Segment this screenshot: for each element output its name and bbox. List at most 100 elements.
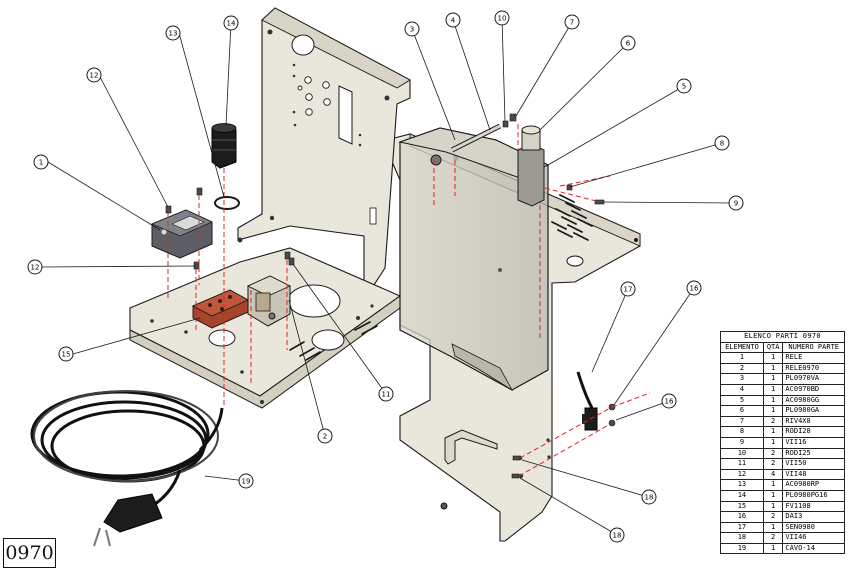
part-number-cell: RIV4X8: [782, 415, 845, 428]
quantity-cell: 2: [762, 511, 784, 523]
balloon-12-left: 12: [27, 259, 43, 275]
balloon-callouts: 1 12 13 14 12 15 11 2 3 4 10 7 6 5 8 9 1…: [27, 10, 744, 543]
svg-text:11: 11: [382, 391, 391, 399]
cable-gland-pl0980pg16: [211, 123, 237, 169]
svg-text:12: 12: [31, 264, 40, 272]
part-number-cell: VII16: [782, 436, 845, 449]
item-number-cell: 17: [720, 521, 764, 534]
balloon-8: 8: [714, 135, 730, 151]
item-number-cell: 2: [720, 362, 764, 375]
balloon-19: 19: [238, 473, 254, 489]
balloon-11: 11: [378, 386, 394, 402]
gland-nut-ac0980rp: [214, 196, 240, 210]
item-number-cell: 3: [720, 373, 764, 385]
water-tank: [398, 127, 550, 392]
svg-text:8: 8: [720, 140, 724, 148]
drawing-code-label: 0970: [3, 538, 56, 568]
quantity-cell: 2: [762, 447, 784, 460]
item-number-cell: 9: [720, 436, 764, 449]
quantity-cell: 2: [762, 458, 784, 470]
svg-text:5: 5: [682, 83, 686, 91]
item-number-cell: 11: [720, 458, 764, 470]
quantity-cell: 1: [762, 479, 784, 491]
fasteners: [165, 113, 616, 479]
parts-list-title-row: ELENCO PARTI 0970: [720, 331, 845, 343]
quantity-cell: 2: [762, 415, 784, 428]
svg-text:7: 7: [570, 19, 574, 27]
part-number-cell: VII46: [782, 532, 845, 544]
item-number-cell: 1: [720, 352, 764, 364]
balloon-12-top: 12: [86, 67, 102, 83]
svg-text:15: 15: [62, 351, 71, 359]
header-elemento: ELEMENTO: [720, 341, 764, 354]
vertical-side-panel: [237, 7, 411, 302]
leader-lines: [41, 17, 736, 536]
quantity-cell: 1: [762, 426, 784, 438]
part-number-cell: RODI25: [782, 447, 845, 460]
part-number-cell: VII48: [782, 468, 845, 481]
balloon-3: 3: [404, 21, 420, 37]
terminal-block-fv1108: [192, 289, 249, 329]
svg-text:16: 16: [665, 398, 674, 406]
part-number-cell: RELE0970: [782, 362, 845, 375]
item-number-cell: 6: [720, 405, 764, 417]
svg-text:12: 12: [90, 72, 99, 80]
balloon-4: 4: [445, 12, 461, 28]
svg-text:18: 18: [613, 532, 622, 540]
quantity-cell: 1: [762, 500, 784, 513]
balloon-6: 6: [620, 35, 636, 51]
part-number-cell: SEN0980: [782, 521, 845, 534]
balloon-9: 9: [728, 195, 744, 211]
parts-list-table: ELENCO PARTI 0970 ELEMENTO QTÀ NUMERO PA…: [720, 331, 845, 555]
quantity-cell: 1: [762, 436, 784, 449]
svg-text:10: 10: [498, 15, 507, 23]
balloon-16-mid: 16: [661, 393, 677, 409]
svg-text:2: 2: [323, 433, 327, 441]
balloon-1: 1: [33, 154, 49, 170]
part-number-cell: PL0980GA: [782, 405, 845, 417]
part-number-cell: CAVO-14: [782, 542, 845, 555]
svg-text:17: 17: [624, 286, 633, 294]
item-number-cell: 16: [720, 511, 764, 523]
balloon-16-top: 16: [686, 280, 702, 296]
part-number-cell: RELE: [782, 352, 845, 364]
svg-text:19: 19: [242, 478, 251, 486]
relay-rele: [150, 209, 213, 259]
balloon-5: 5: [676, 78, 692, 94]
svg-text:14: 14: [227, 20, 236, 28]
quantity-cell: 2: [762, 532, 784, 544]
quantity-cell: 1: [762, 383, 784, 396]
item-number-cell: 7: [720, 415, 764, 428]
quantity-cell: 1: [762, 362, 784, 375]
relay-rele0970: [247, 275, 291, 327]
balloon-15: 15: [58, 346, 74, 362]
quantity-cell: 1: [762, 405, 784, 417]
part-number-cell: AC0970BD: [782, 383, 845, 396]
svg-text:3: 3: [410, 26, 414, 34]
part-number-cell: PL0980PG16: [782, 489, 845, 502]
quantity-cell: 1: [762, 352, 784, 364]
item-number-cell: 10: [720, 447, 764, 460]
part-number-cell: PL0970VA: [782, 373, 845, 385]
svg-text:4: 4: [451, 17, 456, 25]
balloon-7: 7: [564, 14, 580, 30]
sensor-sen0980: [576, 371, 598, 431]
balloon-18-right: 18: [641, 489, 657, 505]
part-number-cell: AC0980GG: [782, 394, 845, 407]
balloon-17: 17: [620, 281, 636, 297]
quantity-cell: 1: [762, 373, 784, 385]
